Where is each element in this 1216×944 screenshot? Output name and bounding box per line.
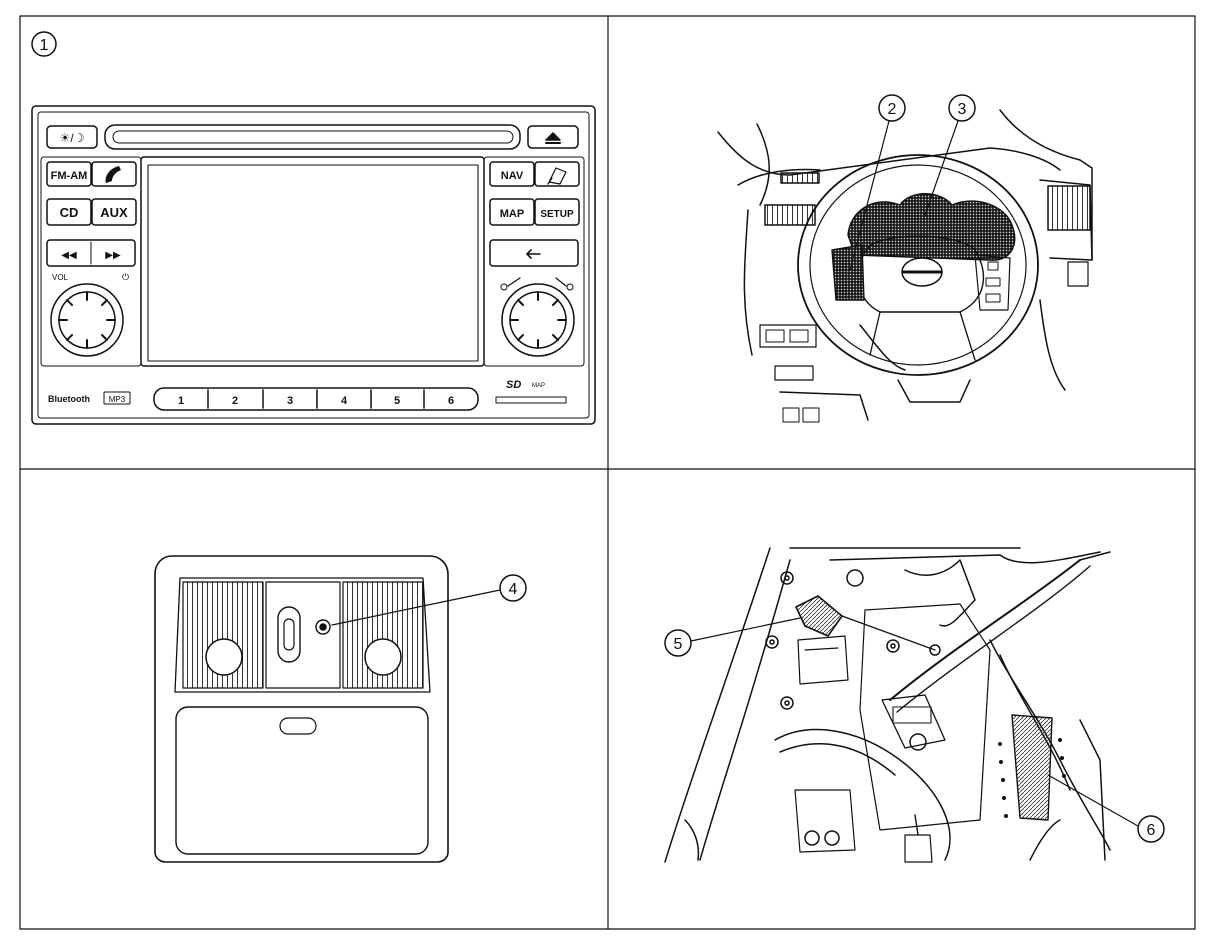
sd-slot xyxy=(495,396,567,404)
vol-label: VOL xyxy=(52,273,69,282)
svg-text:◀◀: ◀◀ xyxy=(61,250,77,261)
panel-overhead-console: 4 xyxy=(154,555,527,863)
mp3-label: MP3 xyxy=(109,395,126,404)
panel-head-unit: 1 ☀/☽ FM-AM xyxy=(31,31,596,425)
disc-slot xyxy=(104,124,521,150)
sd-map-label: MAP xyxy=(532,383,545,389)
nav-button: NAV xyxy=(489,161,535,187)
power-icon: ⏻ xyxy=(122,272,129,282)
right-vent xyxy=(1047,185,1091,231)
callout-5-label: 5 xyxy=(674,636,683,653)
callout-2: 2 xyxy=(849,94,906,271)
instrument-cluster xyxy=(847,193,1016,261)
callout-3-label: 3 xyxy=(958,101,967,118)
volume-knob xyxy=(50,283,124,357)
panel-under-dash: 5 6 xyxy=(664,547,1165,863)
connector-5 xyxy=(795,595,843,637)
cd-label: CD xyxy=(60,205,79,220)
callout-2-label: 2 xyxy=(888,101,897,118)
bluetooth-label: Bluetooth xyxy=(48,394,90,404)
svg-text:▶▶: ▶▶ xyxy=(105,250,121,261)
preset-3: 3 xyxy=(287,395,293,407)
seek-buttons: ◀◀ ▶▶ xyxy=(46,239,136,267)
aux-label: AUX xyxy=(100,205,128,220)
map-label: MAP xyxy=(500,208,524,220)
map-button: MAP xyxy=(489,198,535,226)
preset-4: 4 xyxy=(341,395,348,407)
map-lamp-switch xyxy=(277,606,301,663)
callout-4: 4 xyxy=(331,574,527,626)
setup-label: SETUP xyxy=(540,209,574,220)
callout-6-label: 6 xyxy=(1147,822,1156,839)
phone-button xyxy=(91,161,137,187)
fm-am-button: FM-AM xyxy=(46,161,92,187)
left-vent xyxy=(764,204,816,226)
svg-text:☀/☽: ☀/☽ xyxy=(60,131,85,145)
cd-button: CD xyxy=(46,198,92,226)
callout-3: 3 xyxy=(924,94,976,216)
setup-button: SETUP xyxy=(534,198,580,226)
figure-frame xyxy=(19,15,1196,930)
aux-button: AUX xyxy=(91,198,137,226)
callout-4-label: 4 xyxy=(509,581,518,598)
preset-6: 6 xyxy=(448,395,454,407)
preset-1: 1 xyxy=(178,395,184,407)
eject-button xyxy=(527,125,579,149)
callout-1-label: 1 xyxy=(40,37,49,54)
tune-knob xyxy=(501,283,575,357)
head-unit-body xyxy=(31,105,596,425)
steering-wheel-rim xyxy=(797,154,1039,376)
sunglass-holder xyxy=(175,706,429,855)
callout-5: 5 xyxy=(664,617,801,657)
voice-button xyxy=(534,161,580,187)
microphone xyxy=(315,619,331,635)
preset-5: 5 xyxy=(394,395,400,407)
nav-label: NAV xyxy=(501,170,524,182)
connector-6 xyxy=(1011,714,1053,821)
panel-steering-wheel: 2 3 xyxy=(717,94,1093,423)
display-screen xyxy=(140,156,485,367)
steering-switch-right xyxy=(974,254,1011,311)
fm-am-label: FM-AM xyxy=(51,170,88,182)
sd-logo: SD xyxy=(506,379,521,391)
preset-2: 2 xyxy=(232,395,238,407)
tune-arrows xyxy=(507,277,567,287)
preset-buttons: 1 2 3 4 5 6 xyxy=(153,387,479,411)
steering-switch-left xyxy=(831,244,865,301)
back-button xyxy=(489,239,579,267)
callout-1: 1 xyxy=(31,31,57,57)
callout-6: 6 xyxy=(1047,774,1165,843)
console-outline xyxy=(154,555,449,863)
day-night-button: ☀/☽ xyxy=(46,125,98,149)
